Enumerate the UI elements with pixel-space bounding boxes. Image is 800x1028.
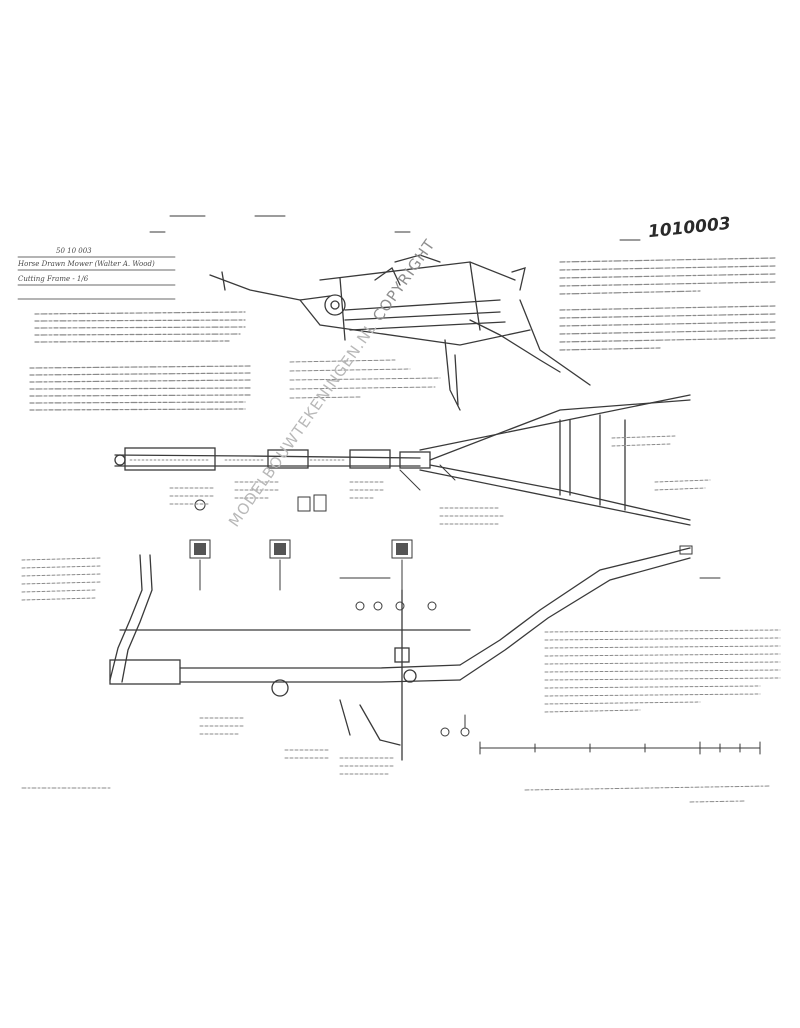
title-block: 50 10 003 Horse Drawn Mower (Walter A. W… [18,246,155,284]
lower-frame-callouts [21,557,781,775]
title-line-2: Horse Drawn Mower (Walter A. Wood) [18,260,155,268]
side-elevation-frame [114,394,691,526]
frame-callouts [169,435,711,525]
isometric-labels [289,359,441,399]
right-notes-block [559,257,776,351]
isometric-mower-view [209,254,591,411]
small-hardware [440,545,721,737]
title-line-3: Cutting Frame - 1/6 [18,275,89,283]
scale-bar [479,741,761,755]
title-block-frame [17,256,176,300]
cross-sections [189,539,437,611]
cross-section-fill [194,543,408,555]
title-line-1: 50 10 003 [56,247,92,255]
lower-frame-elevation [109,547,691,761]
left-notes-block [29,311,251,411]
register-marks [149,215,641,241]
footer-text [21,785,771,803]
frame-detail-parts [194,464,456,512]
